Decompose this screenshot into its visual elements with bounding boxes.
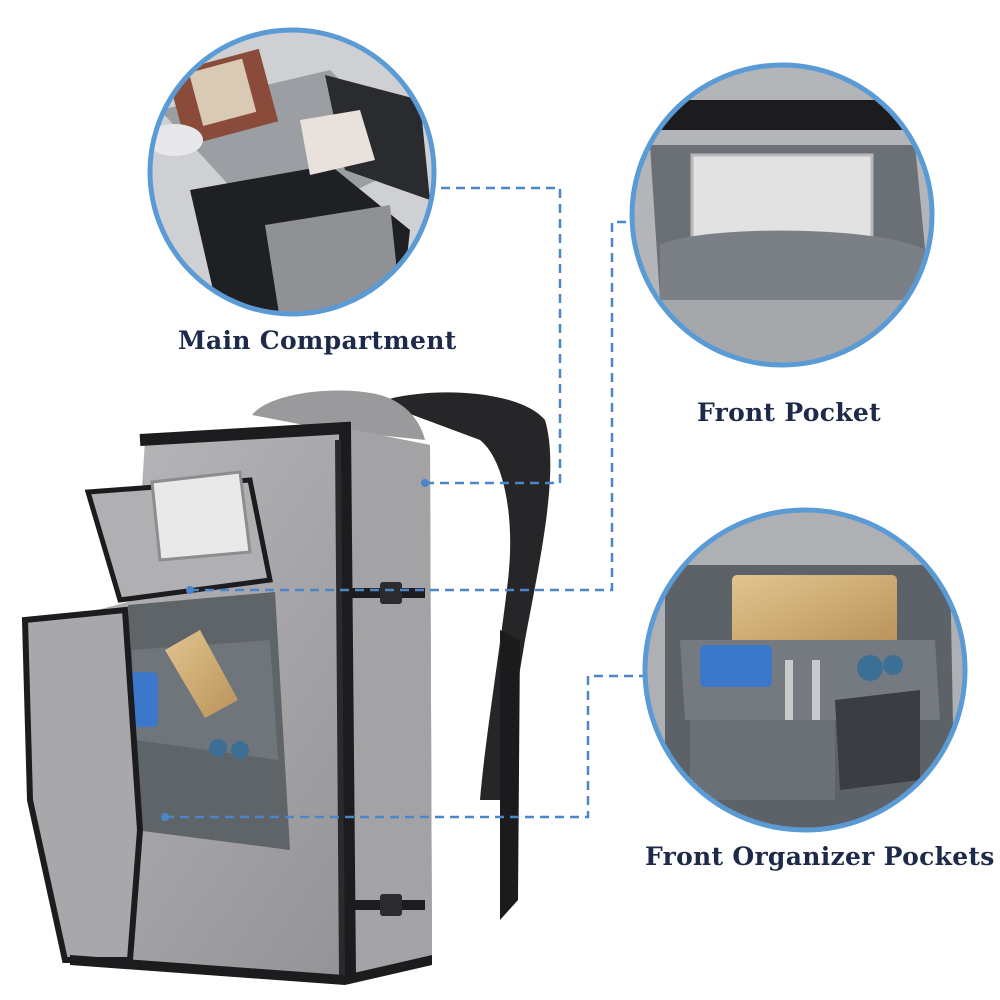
leader-dots xyxy=(161,479,429,821)
front-organizer-detail xyxy=(642,507,968,833)
leader-front-pocket xyxy=(190,220,632,592)
front-organizer-pockets-label: Front Organizer Pockets xyxy=(645,842,995,871)
leader-main-compartment xyxy=(425,186,562,485)
front-pocket-label: Front Pocket xyxy=(697,398,881,427)
main-compartment-label: Main Compartment xyxy=(178,326,457,355)
front-pocket-detail xyxy=(629,62,935,368)
backpack xyxy=(21,390,551,985)
leader-lines xyxy=(165,186,645,819)
leader-front-organizer xyxy=(165,674,645,819)
main-compartment-detail xyxy=(147,27,437,317)
